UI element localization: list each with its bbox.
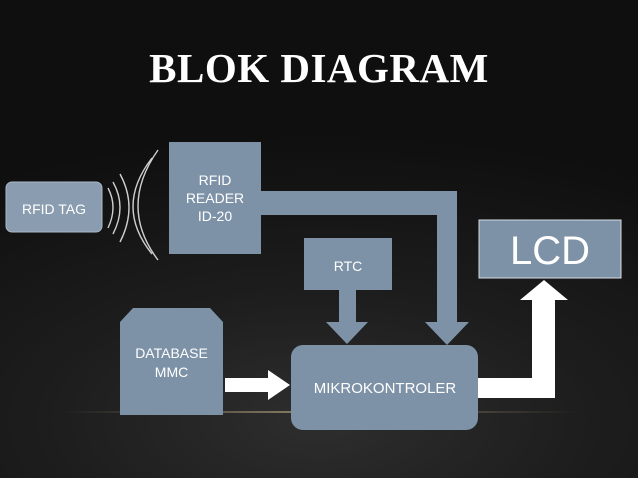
rfid-reader-label-line2: READER: [185, 190, 245, 206]
rfid-reader-label-line1: RFID: [198, 172, 232, 188]
mcu-to-lcd-arrow: [478, 280, 568, 398]
db-to-mcu-arrow: [225, 370, 290, 400]
reader-to-mcu-arrow: [261, 191, 469, 345]
radio-wave-icon: [107, 149, 159, 261]
rtc-to-mcu-arrow: [326, 290, 368, 344]
rfid-tag-block: [5, 181, 103, 233]
rtc-block: [304, 238, 392, 290]
lcd-label: LCD: [509, 229, 591, 273]
mikrokontroler-label: MIKROKONTROLER: [313, 380, 457, 397]
database-mmc-block: [120, 308, 223, 415]
rfid-reader-block: [169, 142, 261, 254]
rfid-reader-label-line3: ID-20: [197, 208, 233, 224]
diagram-title: BLOK DIAGRAM: [149, 45, 489, 91]
rfid-tag-label: RFID TAG: [21, 201, 87, 217]
lcd-block: [478, 219, 622, 279]
rtc-label: RTC: [333, 258, 363, 274]
mikrokontroler-block: [291, 345, 478, 430]
database-label-line1: DATABASE: [135, 345, 208, 361]
database-label-line2: MMC: [154, 364, 189, 380]
